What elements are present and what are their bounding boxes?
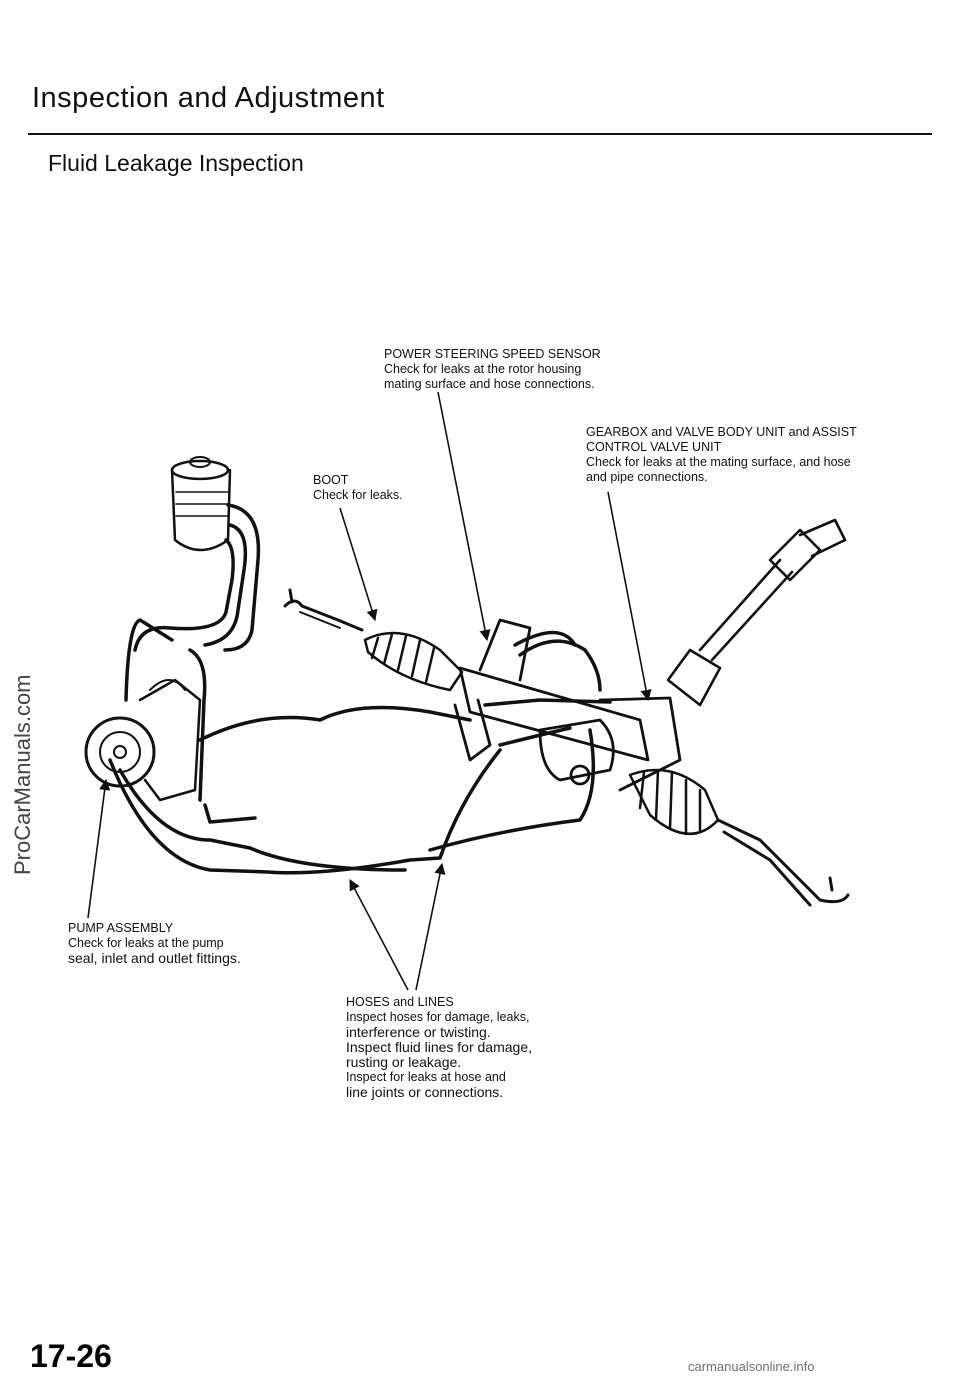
- callout-hoses-lines: HOSES and LINES Inspect hoses for damage…: [346, 995, 532, 1100]
- pump-leader-arrow: [87, 778, 111, 919]
- hoses-leader-arrow-right: [415, 862, 446, 991]
- callout-gearbox-title: GEARBOX and VALVE BODY UNIT and ASSIST: [586, 425, 857, 439]
- left-boot-illustration: [363, 631, 464, 692]
- bottom-watermark: carmanualsonline.info: [688, 1359, 815, 1374]
- page-title: Inspection and Adjustment: [32, 82, 385, 114]
- callout-pump-line: seal, inlet and outlet fittings.: [68, 950, 241, 966]
- right-tie-rod-illustration: [716, 818, 850, 907]
- hose-lines: [108, 503, 612, 875]
- title-rule: [28, 133, 932, 135]
- page-number: 17-26: [30, 1338, 112, 1374]
- callout-gearbox: GEARBOX and VALVE BODY UNIT and ASSIST C…: [586, 425, 857, 485]
- callout-hoses-line: line joints or connections.: [346, 1084, 504, 1100]
- gearbox-illustration: [453, 618, 682, 792]
- callout-gearbox-line: Check for leaks at the mating surface, a…: [586, 455, 851, 469]
- callout-hoses-line: interference or twisting.: [346, 1024, 491, 1040]
- steering-shaft-illustration: [666, 518, 847, 707]
- boot-leader-arrow: [339, 507, 378, 622]
- leader-arrows: [87, 391, 652, 991]
- pump-illustration: [84, 678, 202, 802]
- callout-gearbox-line: and pipe connections.: [586, 470, 708, 484]
- callout-hoses-line: rusting or leakage.: [346, 1054, 462, 1070]
- left-tie-rod-illustration: [283, 588, 364, 632]
- callout-speed-sensor-line: mating surface and hose connections.: [384, 377, 595, 391]
- callout-speed-sensor: POWER STEERING SPEED SENSOR Check for le…: [384, 347, 601, 392]
- callout-boot-title: BOOT: [313, 473, 349, 487]
- right-boot-illustration: [628, 768, 720, 836]
- callout-speed-sensor-line: Check for leaks at the rotor housing: [384, 362, 582, 376]
- callout-hoses-line: Inspect fluid lines for damage,: [346, 1039, 532, 1055]
- section-title: Fluid Leakage Inspection: [48, 150, 304, 176]
- hoses-leader-arrow-left: [349, 879, 409, 991]
- callout-pump-title: PUMP ASSEMBLY: [68, 921, 174, 935]
- callout-hoses-line: Inspect for leaks at hose and: [346, 1070, 506, 1084]
- reservoir-illustration: [170, 456, 232, 552]
- gearbox-leader-arrow: [607, 491, 652, 702]
- sensor-leader-arrow: [437, 391, 491, 642]
- side-watermark: ProCarManuals.com: [10, 674, 35, 875]
- callout-pump-assembly: PUMP ASSEMBLY Check for leaks at the pum…: [68, 921, 241, 966]
- callout-boot: BOOT Check for leaks.: [313, 473, 403, 503]
- callout-hoses-title: HOSES and LINES: [346, 995, 454, 1009]
- callout-gearbox-title: CONTROL VALVE UNIT: [586, 440, 722, 454]
- callout-pump-line: Check for leaks at the pump: [68, 936, 224, 950]
- callout-boot-line: Check for leaks.: [313, 488, 403, 502]
- callout-hoses-line: Inspect hoses for damage, leaks,: [346, 1010, 530, 1024]
- callout-speed-sensor-title: POWER STEERING SPEED SENSOR: [384, 347, 601, 361]
